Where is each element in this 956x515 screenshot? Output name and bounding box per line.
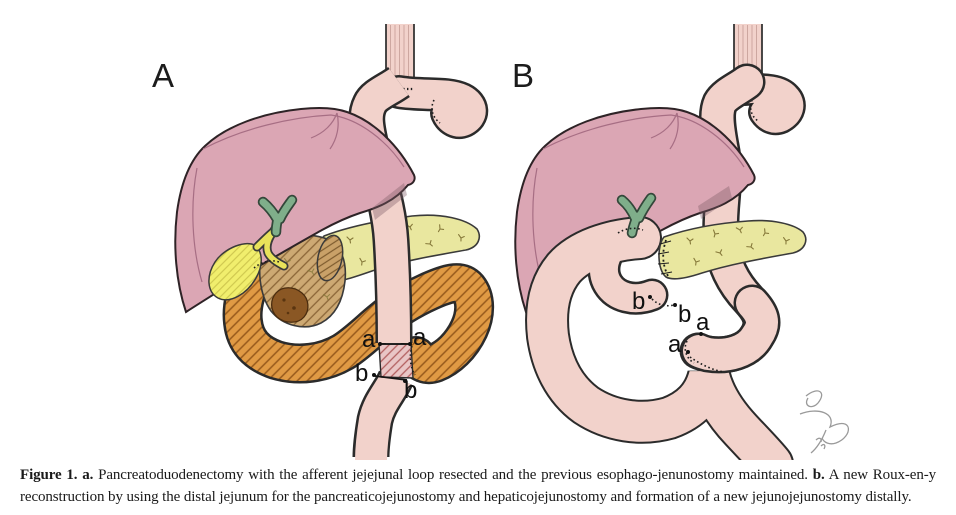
caption-part-a-text: Pancreatoduodenectomy with the afferent … <box>98 467 808 483</box>
efferent-stump-b <box>680 284 781 374</box>
pancreas-b <box>657 219 807 280</box>
suture-marks-b-stump <box>651 298 675 307</box>
suture-marks-jejunojejunostomy <box>689 356 725 373</box>
label-a-upper-panel-b: a <box>696 309 710 336</box>
signature-mark <box>799 390 850 454</box>
label-b-right-panel-a: b <box>404 377 417 404</box>
liver-edge-shadow-b <box>698 186 732 219</box>
annotations-b: b b a a <box>632 288 710 358</box>
hepatic-duct-a <box>257 194 298 238</box>
caption-part-b-text: A new Roux-en-y reconstruction by using … <box>20 467 937 505</box>
tumor-a <box>270 287 309 323</box>
figure-illustration: a a b b A <box>152 24 850 486</box>
suture-marks-hepaticojejunostomy <box>617 227 644 234</box>
caption-part-a-label: a. <box>82 467 94 483</box>
anastomosis-sutures-b <box>651 298 725 373</box>
annotations-a: a a b b <box>355 324 427 404</box>
label-b-left-panel-b: b <box>632 288 645 315</box>
label-b-right-panel-b: b <box>678 301 691 328</box>
panel-label-a: A <box>152 57 174 94</box>
biliary-tree-a <box>208 194 298 301</box>
figure-label: Figure 1. <box>20 467 78 483</box>
suture-marks-duodenal-stump-a <box>253 260 280 269</box>
panel-b-group: b b a a B <box>512 24 850 486</box>
label-a-lower-panel-b: a <box>668 331 682 358</box>
figure-caption: Figure 1. a. Pancreatoduodenectomy with … <box>20 464 936 508</box>
hepatic-duct-b <box>616 192 657 239</box>
liver-contours-a <box>192 112 405 283</box>
figure-canvas: a a b b A <box>152 24 850 486</box>
caption-part-b-label: b. <box>812 467 825 483</box>
pancreatic-head-a <box>258 234 347 328</box>
label-a-right-panel-a: a <box>413 324 427 351</box>
label-a-left-panel-a: a <box>362 326 376 353</box>
resected-segment-a <box>378 343 416 379</box>
panel-label-b: B <box>512 57 534 94</box>
suture-ticks-pancreaticojejunostomy <box>657 240 673 275</box>
liver-edge-shadow-a <box>372 183 407 220</box>
roux-limb-b <box>525 216 794 486</box>
label-b-left-panel-a: b <box>355 360 368 387</box>
gallbladder-a <box>208 242 262 301</box>
pancreas-cut-face-a <box>316 234 344 282</box>
panel-a-group: a a b b A <box>152 24 495 463</box>
suture-marks-jejunal-stump-b <box>749 99 759 122</box>
distal-jejunum-a <box>355 371 411 463</box>
